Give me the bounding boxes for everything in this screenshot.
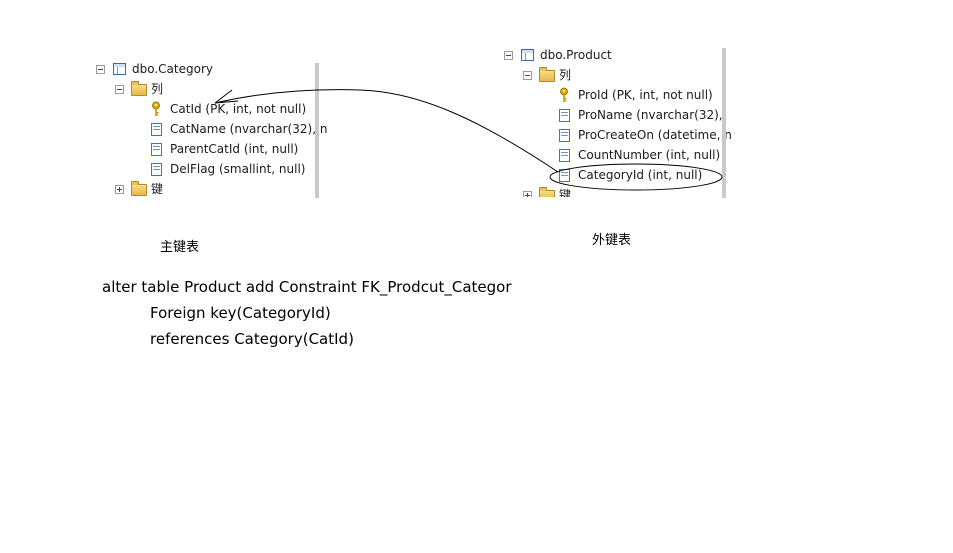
column-icon — [151, 143, 162, 156]
column-label: ProCreateOn (datetime, n — [578, 128, 732, 142]
column-label: ProId (PK, int, not null) — [578, 88, 713, 102]
table-name: dbo.Category — [132, 62, 213, 76]
primary-key-icon — [152, 101, 160, 116]
product-keys-folder-partial[interactable]: 键 — [523, 186, 723, 197]
primary-key-icon — [560, 87, 568, 102]
sql-line-1: alter table Product add Constraint FK_Pr… — [102, 278, 512, 296]
column-icon — [151, 123, 162, 136]
collapse-icon[interactable] — [115, 85, 124, 94]
expand-icon[interactable] — [523, 191, 532, 197]
table-name: dbo.Product — [540, 48, 612, 62]
category-scrollbar[interactable] — [315, 63, 319, 198]
table-icon — [113, 63, 126, 75]
expand-icon[interactable] — [115, 185, 124, 194]
relationship-arrow — [214, 89, 559, 173]
column-label: DelFlag (smallint, null) — [170, 162, 306, 176]
folder-icon — [539, 187, 555, 197]
column-label: CatName (nvarchar(32), n — [170, 122, 328, 136]
column-icon — [151, 163, 162, 176]
highlight-ellipse — [549, 163, 723, 191]
sql-line-2: Foreign key(CategoryId) — [150, 304, 331, 322]
column-label: ProName (nvarchar(32), — [578, 108, 723, 122]
column-icon — [559, 129, 570, 142]
column-label: CatId (PK, int, not null) — [170, 102, 307, 116]
collapse-icon[interactable] — [504, 51, 513, 60]
collapse-icon[interactable] — [523, 71, 532, 80]
column-icon — [559, 109, 570, 122]
folder-icon — [131, 181, 147, 196]
folder-icon — [539, 67, 555, 82]
folder-label: 列 — [151, 82, 164, 96]
column-label: CountNumber (int, null) — [578, 148, 721, 162]
table-icon — [521, 49, 534, 61]
product-scrollbar[interactable] — [722, 48, 726, 198]
primary-table-caption: 主键表 — [160, 240, 200, 255]
folder-label: 键 — [151, 182, 164, 196]
arrow-head — [214, 89, 239, 104]
column-label: ParentCatId (int, null) — [170, 142, 299, 156]
column-label: CategoryId (int, null) — [578, 168, 703, 182]
folder-icon — [131, 81, 147, 96]
collapse-icon[interactable] — [96, 65, 105, 74]
sql-line-3: references Category(CatId) — [150, 330, 354, 348]
folder-label: 列 — [559, 68, 572, 82]
foreign-table-caption: 外键表 — [592, 233, 632, 248]
folder-label: 键 — [559, 188, 572, 197]
column-icon — [559, 149, 570, 162]
